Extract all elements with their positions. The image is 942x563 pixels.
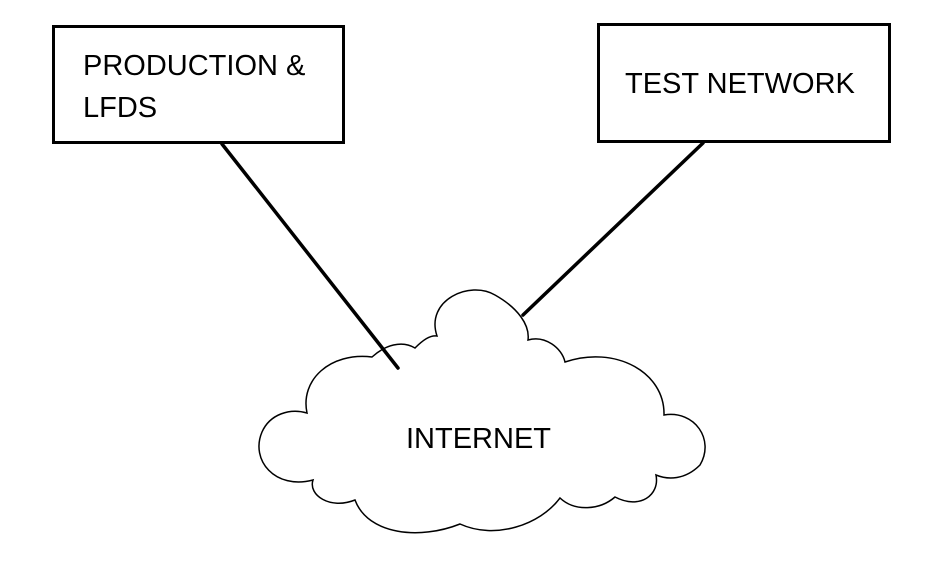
test-network-box: TEST NETWORK	[597, 23, 891, 143]
production-label-line-1: PRODUCTION &	[83, 50, 306, 82]
production-label-line-2: LFDS	[83, 92, 158, 124]
production-lfds-label: PRODUCTION & LFDS	[83, 45, 305, 129]
connector-test-internet	[521, 141, 705, 317]
test-network-label: TEST NETWORK	[625, 68, 855, 100]
internet-label: INTERNET	[406, 423, 551, 455]
cloud-icon	[258, 289, 706, 534]
connector-production-internet	[220, 142, 400, 370]
production-lfds-box: PRODUCTION & LFDS	[52, 25, 345, 144]
